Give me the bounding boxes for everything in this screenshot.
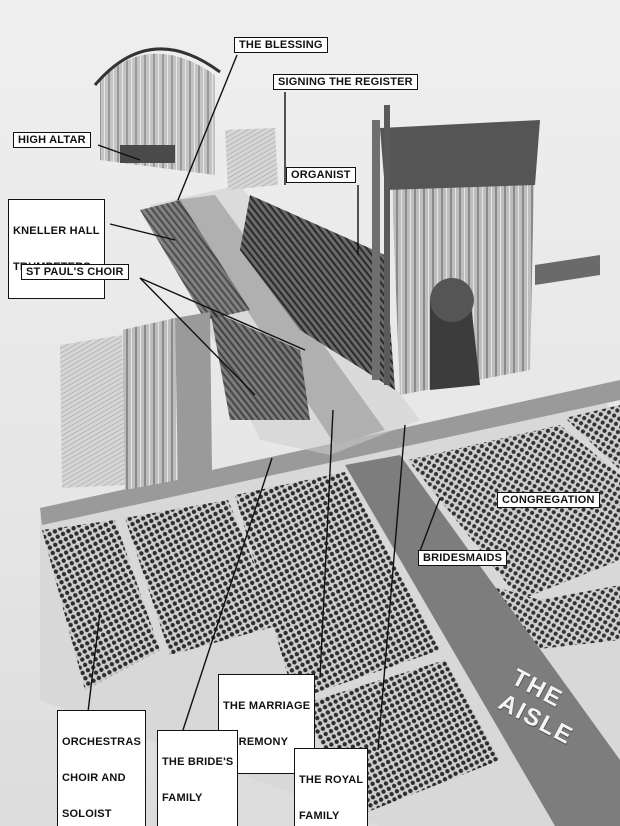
altar-rail [225, 128, 278, 190]
label-the-brides-family: THE BRIDE'S FAMILY [157, 730, 239, 826]
choir-stalls-left [140, 200, 250, 320]
pews-block-2 [125, 500, 280, 655]
organ-screen [390, 135, 535, 395]
nave-floor [150, 185, 420, 455]
label-line: ORCHESTRAS [62, 736, 142, 748]
label-bridesmaids: BRIDESMAIDS [418, 550, 508, 566]
altar-apse [100, 53, 215, 175]
label-organist: ORGANIST [286, 167, 356, 183]
leader-trumpeters [109, 223, 176, 241]
label-line: SOLOIST [62, 808, 112, 820]
pulpit-canopy [430, 278, 474, 322]
altar-table [120, 145, 175, 163]
pews-block-3 [235, 472, 440, 700]
label-line: THE ROYAL [299, 774, 364, 786]
label-congregation: CONGREGATION [497, 492, 600, 508]
organ-screen-top [380, 120, 540, 190]
label-line: FAMILY [162, 792, 203, 804]
leader-marriage [319, 409, 334, 679]
pews-block-5 [408, 425, 620, 600]
label-line: CEREMONY [223, 736, 289, 748]
label-st-pauls-choir: ST PAUL'S CHOIR [21, 264, 129, 280]
leader-orchestras [87, 611, 101, 713]
leader-bridesmaids [419, 497, 441, 552]
pews-block-6 [565, 405, 620, 470]
leader-choir-1 [139, 277, 306, 351]
left-screen [60, 335, 125, 488]
altar-arch [93, 47, 221, 86]
label-line: CHOIR AND [62, 772, 126, 784]
right-balcony [535, 255, 600, 285]
left-pillar-side [175, 312, 212, 480]
left-pillar [122, 318, 178, 490]
label-line: FAMILY [299, 810, 340, 822]
label-the-royal-family: THE ROYAL FAMILY [294, 748, 369, 826]
organ-pipe-2 [384, 105, 390, 385]
label-signing-the-register: SIGNING THE REGISTER [273, 74, 418, 90]
choir-stalls-right [240, 195, 395, 390]
organ-pipe-1 [372, 120, 380, 380]
label-line: THE BRIDE'S [162, 756, 234, 768]
leader-royal-family [377, 424, 406, 751]
label-high-altar: HIGH ALTAR [13, 132, 91, 148]
label-the-blessing: THE BLESSING [234, 37, 328, 53]
leader-high-altar [97, 144, 141, 161]
label-kneller-hall-trumpeters: KNELLER HALL TRUMPETERS [8, 199, 105, 299]
choir-stalls-lower [210, 310, 310, 420]
label-line: KNELLER HALL [13, 225, 100, 237]
leader-choir-2 [139, 277, 256, 396]
leader-blessing [177, 54, 238, 201]
leader-brides-family [181, 457, 273, 734]
main-aisle [345, 455, 620, 826]
label-orchestras-choir-and-soloist: ORCHESTRAS CHOIR AND SOLOIST [57, 710, 147, 826]
label-line: THE MARRIAGE [223, 700, 311, 712]
pews-block-1 [42, 520, 160, 690]
leader-lines [87, 54, 441, 751]
